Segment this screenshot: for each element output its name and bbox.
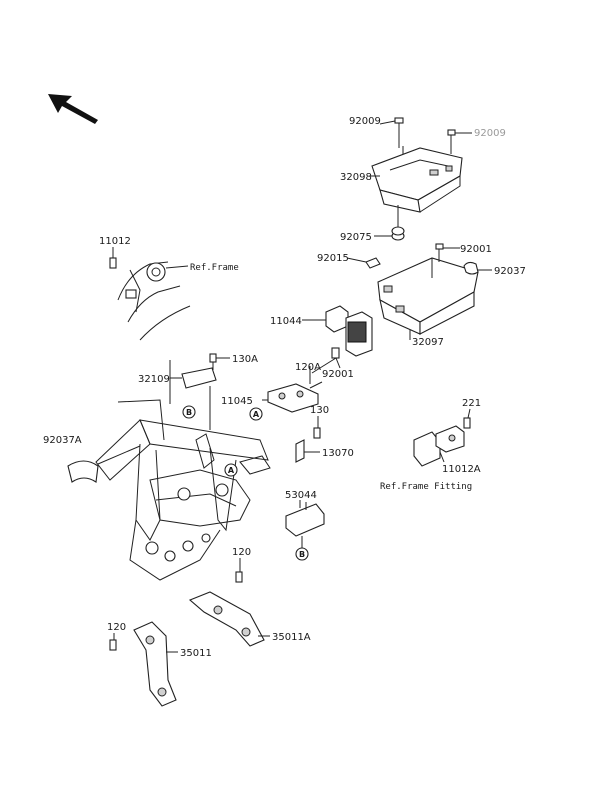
bolt-92001-a: [435, 243, 460, 262]
part-label-120-a: 120: [232, 547, 251, 558]
bracket-11044: [318, 305, 373, 357]
bolt-92009-a: [394, 117, 404, 148]
motorcycle-frame: [95, 360, 271, 581]
marker-a-bracket: A: [249, 407, 263, 421]
part-label-92037: 92037: [494, 266, 526, 277]
front-direction-arrow-icon: [48, 94, 98, 124]
svg-text:B: B: [299, 550, 305, 559]
part-label-11044: 11044: [270, 316, 302, 327]
battery-cover-32098: [371, 147, 463, 214]
clip-92015: [346, 257, 381, 269]
part-label-11012: 11012: [99, 236, 131, 247]
sleeve-53044: [285, 502, 325, 548]
part-label-11045: 11045: [221, 396, 253, 407]
svg-text:A: A: [253, 410, 260, 419]
part-label-130A: 130A: [232, 354, 258, 365]
part-label-13070: 13070: [322, 448, 354, 459]
part-label-11012A: 11012A: [442, 464, 481, 475]
clamp-92037: [463, 261, 492, 275]
bracket-11045: [267, 381, 323, 413]
svg-text:A: A: [228, 466, 235, 475]
part-label-92001-a: 92001: [460, 244, 492, 255]
marker-b-sleeve: B: [295, 547, 309, 561]
part-label-32109: 32109: [138, 374, 170, 385]
part-label-53044: 53044: [285, 490, 317, 501]
note-ref-frame-fitting: Ref.Frame Fitting: [380, 482, 472, 492]
bracket-35011A: [188, 591, 270, 647]
part-label-120A: 120A: [295, 362, 321, 373]
plate-13070: [295, 439, 320, 463]
clamp-92037A: [67, 445, 141, 483]
part-label-92001-b: 92001: [322, 369, 354, 380]
bracket-32109: [181, 353, 230, 389]
part-label-32097: 32097: [412, 337, 444, 348]
part-label-35011A: 35011A: [272, 632, 311, 643]
part-label-92075: 92075: [340, 232, 372, 243]
marker-b-frame: B: [182, 405, 196, 419]
part-label-92015: 92015: [317, 253, 349, 264]
bracket-11012A: [413, 417, 471, 467]
part-label-35011: 35011: [180, 648, 212, 659]
bolt-120-a: [235, 571, 243, 583]
bracket-35011: [133, 621, 178, 707]
bolt-120-b: [109, 639, 117, 651]
bolt-92009-b: [447, 129, 456, 154]
part-label-130: 130: [310, 405, 329, 416]
note-ref-frame: Ref.Frame: [190, 263, 239, 273]
frame-reference-upper: [109, 257, 191, 341]
part-label-92037A: 92037A: [43, 435, 82, 446]
bolt-130: [313, 427, 321, 439]
part-label-92009-a: 92009: [349, 116, 381, 127]
marker-a-frame: A: [224, 463, 238, 477]
battery-case-32097: [377, 257, 479, 335]
part-label-32098: 32098: [340, 172, 372, 183]
part-label-120-b: 120: [107, 622, 126, 633]
grommet-92075: [391, 226, 405, 241]
part-label-221: 221: [462, 398, 481, 409]
part-label-92009-b: 92009: [474, 128, 506, 139]
svg-text:B: B: [186, 408, 192, 417]
